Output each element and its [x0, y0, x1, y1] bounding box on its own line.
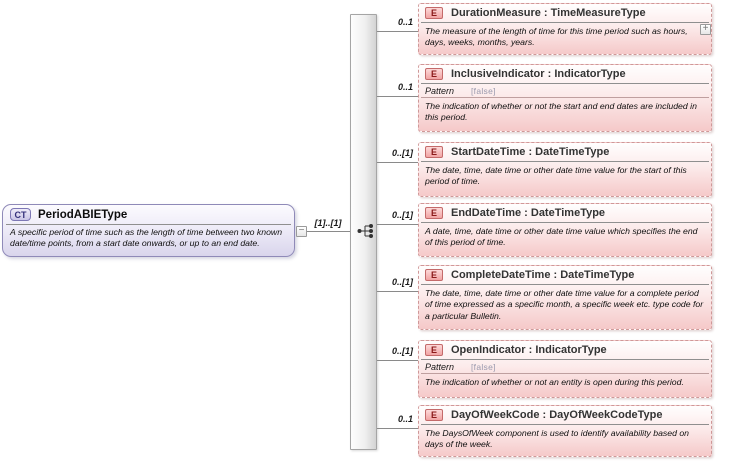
cardinality-label: 0..1 — [397, 17, 413, 27]
element-description: The measure of the length of time for th… — [425, 26, 688, 48]
collapse-icon[interactable]: − — [296, 226, 307, 237]
connector-line — [377, 291, 418, 292]
element-badge-icon: E — [425, 409, 443, 421]
element-type: IndicatorType — [554, 68, 626, 80]
divider — [421, 359, 709, 360]
sequence-icon[interactable] — [356, 223, 376, 239]
connector-line — [377, 96, 418, 97]
element-box-dayofweekcode[interactable]: E DayOfWeekCode : DayOfWeekCodeType The … — [418, 405, 712, 457]
cardinality-label: 0..[1] — [391, 148, 413, 158]
divider — [421, 424, 709, 425]
root-type-title: PeriodABIEType — [38, 208, 128, 221]
divider — [421, 97, 709, 98]
element-title: EndDateTime : DateTimeType — [451, 207, 605, 219]
divider — [421, 83, 709, 84]
element-name: CompleteDateTime — [451, 269, 551, 281]
element-title: StartDateTime : DateTimeType — [451, 146, 609, 158]
root-type-header: CT PeriodABIEType — [3, 205, 294, 223]
element-title: InclusiveIndicator : IndicatorType — [451, 68, 626, 80]
facet-name: Pattern — [425, 86, 455, 96]
element-description: The indication of whether or not the sta… — [425, 101, 697, 123]
element-badge-icon: E — [425, 269, 443, 281]
connector-line — [377, 360, 418, 361]
element-box-inclusiveindicator[interactable]: E InclusiveIndicator : IndicatorType Pat… — [418, 64, 712, 132]
element-name: StartDateTime — [451, 146, 526, 158]
element-header: E CompleteDateTime : DateTimeType — [419, 266, 711, 283]
divider — [421, 222, 709, 223]
type-separator: : — [525, 344, 536, 356]
facet-row: Pattern [false] — [419, 84, 711, 97]
divider — [6, 224, 291, 225]
complex-type-badge-icon: CT — [10, 208, 31, 221]
cardinality-label: 0..1 — [397, 414, 413, 424]
divider — [421, 161, 709, 162]
type-separator: : — [540, 7, 551, 19]
connector-line — [377, 31, 418, 32]
element-type: DateTimeType — [560, 269, 635, 281]
root-type-box[interactable]: CT PeriodABIEType A specific period of t… — [2, 204, 295, 257]
element-box-startdatetime[interactable]: E StartDateTime : DateTimeType The date,… — [418, 142, 712, 197]
element-header: E InclusiveIndicator : IndicatorType — [419, 65, 711, 82]
connector-line — [377, 224, 418, 225]
element-badge-icon: E — [425, 146, 443, 158]
type-separator: : — [544, 68, 555, 80]
element-title: OpenIndicator : IndicatorType — [451, 344, 607, 356]
element-header: E DurationMeasure : TimeMeasureType — [419, 4, 711, 21]
element-header: E EndDateTime : DateTimeType — [419, 204, 711, 221]
element-title: DurationMeasure : TimeMeasureType — [451, 7, 646, 19]
facet-value: [false] — [471, 86, 496, 96]
connector-line — [377, 162, 418, 163]
element-type: DayOfWeekCodeType — [549, 409, 663, 421]
connector-line — [307, 231, 350, 232]
facet-row: Pattern [false] — [419, 360, 711, 373]
element-name: DurationMeasure — [451, 7, 541, 19]
root-cardinality-label: [1]..[1] — [314, 218, 342, 228]
element-type: DateTimeType — [535, 146, 610, 158]
element-box-completedatetime[interactable]: E CompleteDateTime : DateTimeType The da… — [418, 265, 712, 330]
facet-value: [false] — [471, 362, 496, 372]
cardinality-label: 0..1 — [397, 82, 413, 92]
divider — [421, 22, 709, 23]
element-description: A date, time, date time or other date ti… — [425, 226, 698, 248]
element-badge-icon: E — [425, 344, 443, 356]
type-separator: : — [521, 207, 531, 219]
root-type-description: A specific period of time such as the le… — [10, 227, 283, 249]
element-description: The date, time, date time or other date … — [425, 165, 687, 187]
element-header: E StartDateTime : DateTimeType — [419, 143, 711, 160]
type-separator: : — [525, 146, 536, 158]
facet-name: Pattern — [425, 362, 455, 372]
element-type: DateTimeType — [530, 207, 606, 219]
cardinality-label: 0..[1] — [391, 210, 413, 220]
element-box-enddatetime[interactable]: E EndDateTime : DateTimeType A date, tim… — [418, 203, 712, 257]
element-description: The indication of whether or not an enti… — [425, 377, 684, 387]
element-type: IndicatorType — [535, 344, 607, 356]
element-name: OpenIndicator — [451, 344, 526, 356]
divider — [421, 284, 709, 285]
cardinality-label: 0..[1] — [391, 346, 413, 356]
element-name: EndDateTime — [451, 207, 522, 219]
element-name: InclusiveIndicator — [451, 68, 545, 80]
element-type: TimeMeasureType — [550, 7, 646, 19]
divider — [421, 373, 709, 374]
element-name: DayOfWeekCode — [451, 409, 540, 421]
element-description: The DaysOfWeek component is used to iden… — [425, 428, 689, 450]
element-box-durationmeasure[interactable]: E DurationMeasure : TimeMeasureType The … — [418, 3, 712, 55]
element-box-openindicator[interactable]: E OpenIndicator : IndicatorType Pattern … — [418, 340, 712, 398]
element-title: CompleteDateTime : DateTimeType — [451, 269, 634, 281]
type-separator: : — [539, 409, 550, 421]
element-description: The date, time, date time or other date … — [425, 288, 704, 321]
expand-icon[interactable]: + — [700, 24, 711, 35]
element-badge-icon: E — [425, 207, 443, 219]
cardinality-label: 0..[1] — [391, 277, 413, 287]
type-separator: : — [550, 269, 561, 281]
element-header: E OpenIndicator : IndicatorType — [419, 341, 711, 358]
element-title: DayOfWeekCode : DayOfWeekCodeType — [451, 409, 663, 421]
element-badge-icon: E — [425, 7, 443, 19]
connector-line — [377, 428, 418, 429]
element-badge-icon: E — [425, 68, 443, 80]
element-header: E DayOfWeekCode : DayOfWeekCodeType — [419, 406, 711, 423]
